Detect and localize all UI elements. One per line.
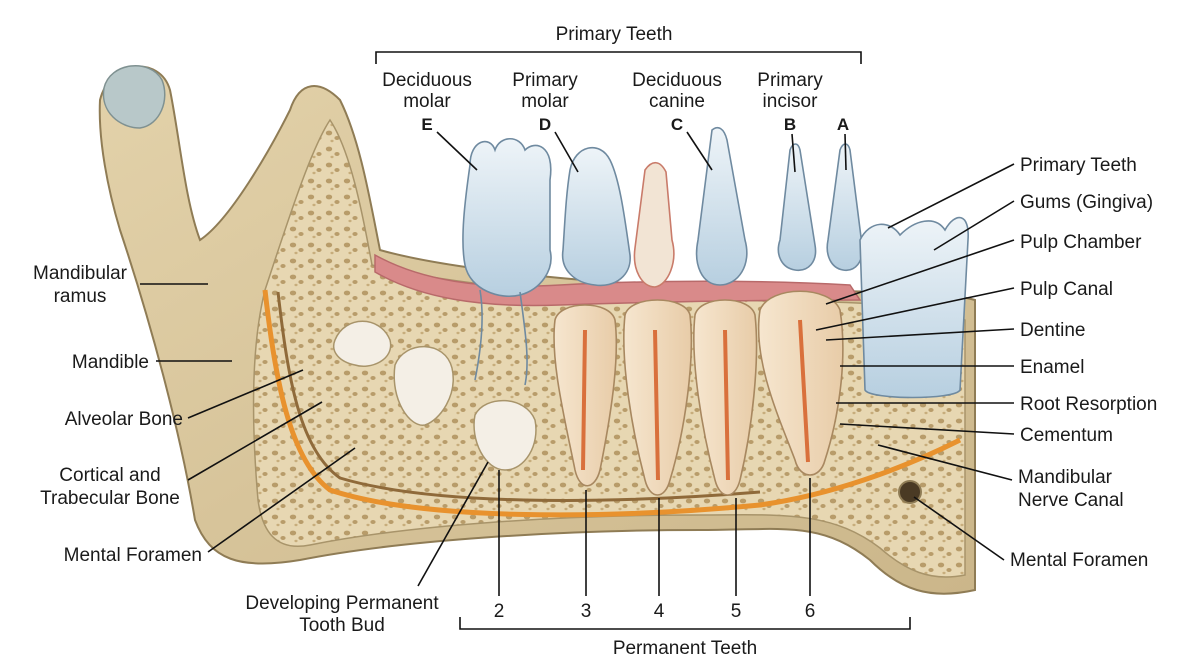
primary-tooth-e-root (474, 289, 528, 386)
primary-teeth-bracket (375, 51, 862, 64)
pulp-canals (581, 319, 810, 481)
tooth-bud-label-2: Tooth Bud (299, 615, 385, 636)
alveolar-bone-label: Alveolar Bone (65, 409, 183, 430)
developing-tooth-buds (333, 320, 537, 471)
primary-teeth-right-label: Primary Teeth (1020, 155, 1137, 176)
primary-tooth-d (561, 146, 631, 287)
mental-foramen-right-leader (913, 496, 1005, 561)
permanent-tooth-6 (757, 290, 844, 476)
permanent-teeth-bracket (459, 617, 911, 630)
primary-d-line1: Primary (512, 70, 578, 91)
primary-e-line1: Deciduous (382, 70, 472, 91)
primary-teeth-right-leader (887, 163, 1015, 229)
tooth-bud-1 (333, 320, 392, 367)
incisor-row (859, 216, 969, 399)
alveolar-cortex-line (276, 291, 761, 502)
pulp-canal-leader (815, 287, 1015, 331)
primary-b-leader (791, 133, 796, 173)
pulp-chamber-label: Pulp Chamber (1020, 232, 1142, 253)
primary-d-line2: molar (521, 91, 569, 112)
primary-e-line2: molar (403, 91, 451, 112)
mandibular-nerve-canal (262, 289, 962, 518)
permanent-number-4: 4 (654, 601, 665, 622)
cementum-label: Cementum (1020, 425, 1113, 446)
mandibular-ramus-label-1: Mandibular (33, 263, 128, 284)
mental-foramen-left-label: Mental Foramen (64, 545, 202, 566)
permanent-number-2: 2 (494, 601, 505, 622)
condyle-cap (102, 65, 166, 129)
primary-b-letter: B (784, 115, 796, 134)
primary-a-letter: A (837, 115, 849, 134)
primary-b-line1: Primary (757, 70, 823, 91)
tooth-bud-leader (417, 461, 489, 587)
pulp-chamber-leader (825, 239, 1015, 305)
dentine-label: Dentine (1020, 320, 1086, 341)
primary-e-letter: E (421, 115, 432, 134)
primary-tooth-a2 (826, 143, 864, 271)
primary-d-letter: D (539, 115, 551, 134)
nerve-canal-leader (877, 444, 1013, 481)
primary-teeth (462, 126, 969, 399)
alveolar-bone-leader (187, 369, 304, 419)
tooth-bud-label-1: Developing Permanent (245, 593, 439, 614)
gums-label: Gums (Gingiva) (1020, 192, 1153, 213)
primary-c-letter: C (671, 115, 683, 134)
primary-d-leader (554, 131, 579, 173)
cortical-trabecular-label-2: Trabecular Bone (40, 488, 180, 509)
enamel-label: Enamel (1020, 357, 1084, 378)
nerve-canal-label-1: Mandibular (1018, 467, 1113, 488)
permanent-number-5: 5 (731, 601, 742, 622)
primary-c-line2: canine (649, 91, 705, 112)
permanent-number-3: 3 (581, 601, 592, 622)
primary-tooth-e (462, 137, 552, 297)
primary-tooth-a1 (777, 143, 817, 271)
mental-foramen-left-leader (207, 447, 356, 553)
root-resorption-label: Root Resorption (1020, 394, 1157, 415)
primary-e-leader (436, 131, 478, 171)
dentine-leader (825, 328, 1015, 341)
mandible-label: Mandible (72, 352, 149, 373)
cortical-trabecular-leader (187, 401, 323, 481)
tooth-bud-3 (473, 399, 537, 471)
mental-foramen-right-label: Mental Foramen (1010, 550, 1148, 571)
pulp-canal-label: Pulp Canal (1020, 279, 1113, 300)
primary-a-leader (844, 133, 847, 171)
primary-b-line2: incisor (763, 91, 819, 112)
primary-c-leader (686, 131, 713, 171)
cementum-leader (839, 423, 1015, 435)
primary-tooth-b (695, 126, 748, 286)
tooth-bud-2 (393, 345, 454, 426)
permanent-number-6: 6 (805, 601, 816, 622)
nerve-canal-label-2: Nerve Canal (1018, 490, 1124, 511)
permanent-teeth-header: Permanent Teeth (613, 638, 757, 659)
primary-tooth-c (633, 161, 675, 288)
permanent-teeth (553, 290, 844, 496)
primary-c-line1: Deciduous (632, 70, 722, 91)
primary-teeth-header: Primary Teeth (556, 24, 673, 45)
mandibular-ramus-label-2: ramus (54, 286, 107, 307)
cortical-trabecular-label-1: Cortical and (59, 465, 160, 486)
gums-leader (933, 200, 1015, 251)
